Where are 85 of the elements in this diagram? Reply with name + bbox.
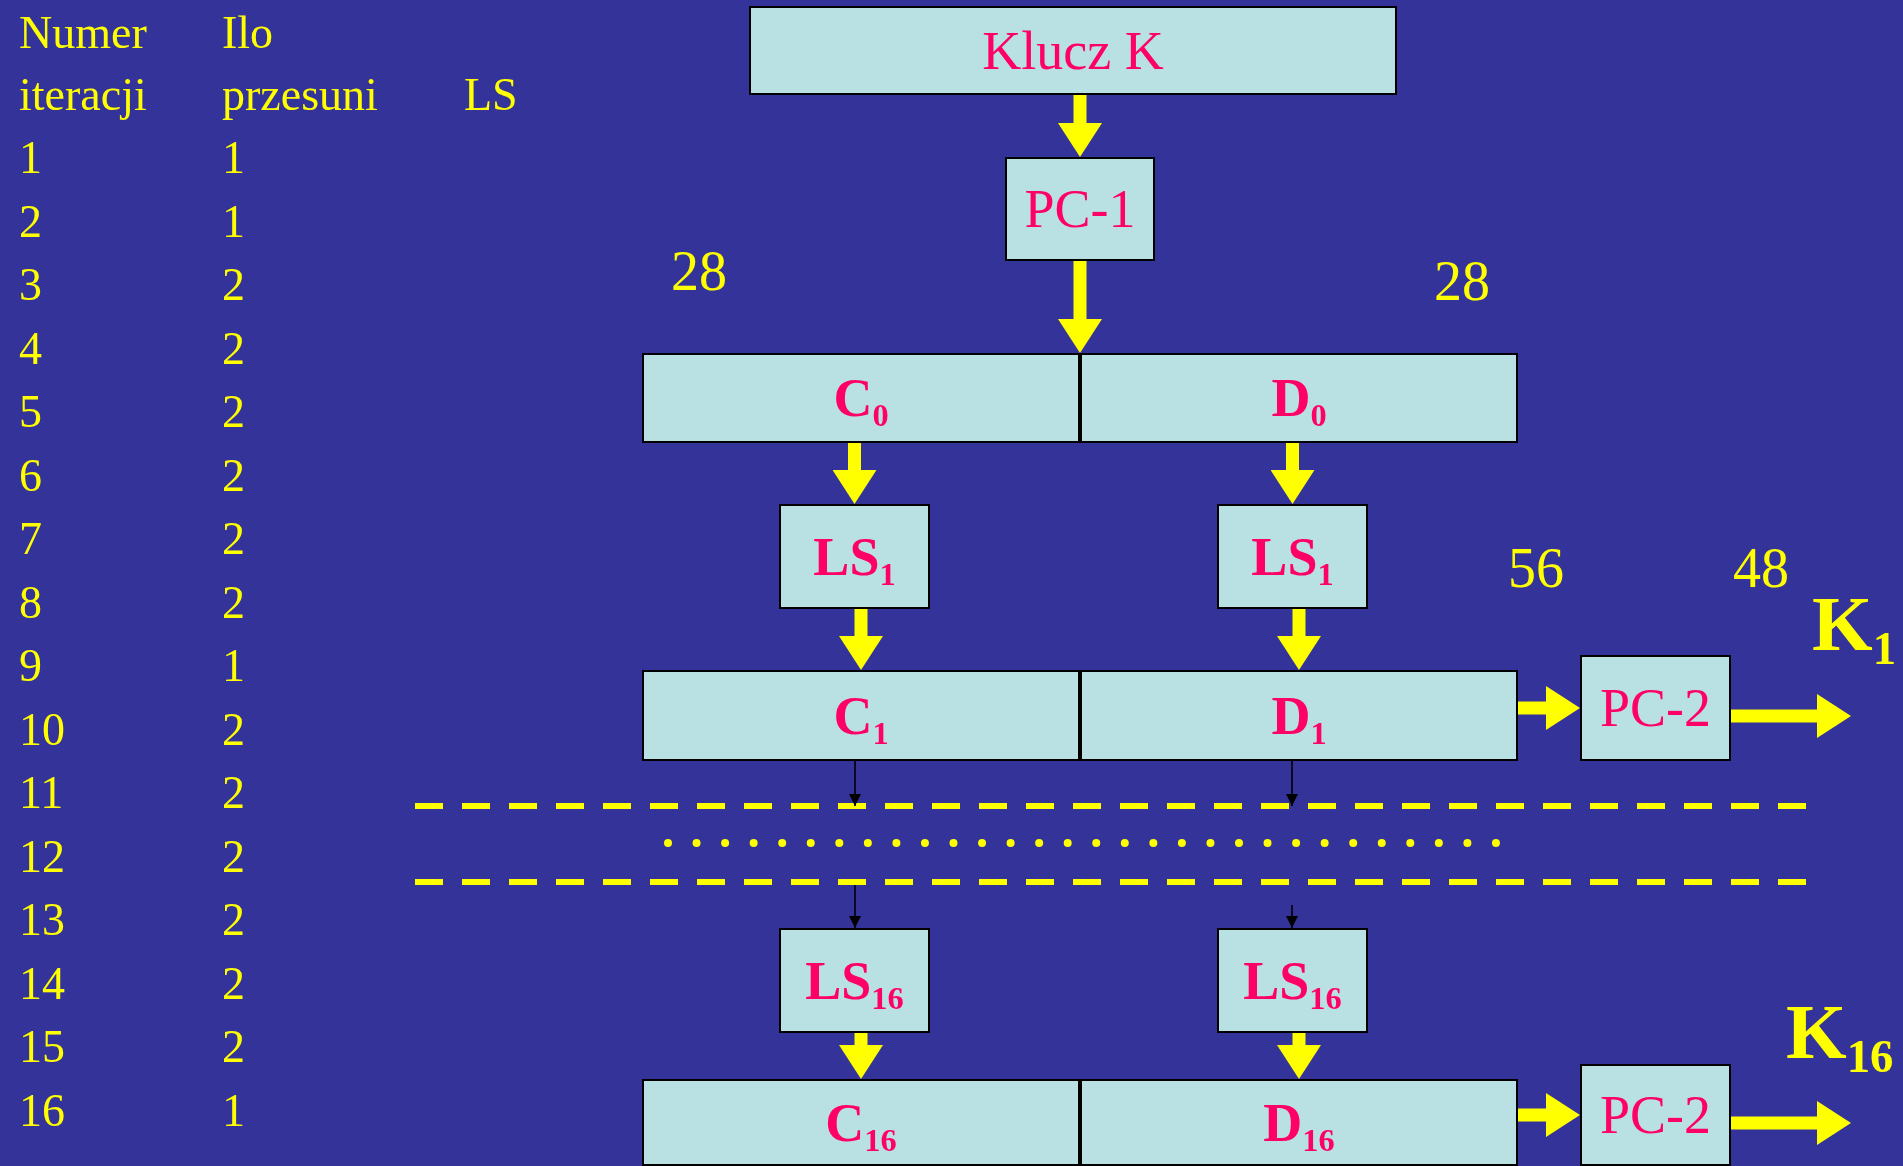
box-label: C$_{16}$ [825, 1095, 897, 1150]
table-cell-text: 1 [222, 639, 245, 693]
table-cell-text: 2 [222, 1020, 245, 1074]
table-cell-text: 2 [222, 575, 245, 630]
process-box [1080, 1079, 1518, 1166]
arrow [1058, 261, 1102, 353]
table-cell-text: 16 [19, 1083, 65, 1138]
table-cell-text: 15 [19, 1020, 65, 1074]
box-label: PC-2 [1599, 1088, 1711, 1142]
table-cell-text: 12 [19, 829, 65, 884]
process-box [779, 504, 930, 609]
process-box [749, 6, 1397, 95]
table-cell-text: 14 [19, 956, 65, 1011]
table-cell-text: 9 [19, 639, 42, 693]
process-box [1005, 157, 1155, 261]
box-label: PC-2 [1599, 681, 1711, 735]
arrow [1518, 686, 1580, 730]
box-label: PC-1 [1024, 182, 1136, 236]
table-cell-text: 2 [222, 258, 245, 312]
box-label: LS$_{1}$ [1251, 529, 1334, 584]
arrow [1286, 760, 1298, 807]
arrow [832, 443, 877, 504]
box-label: C$_{0}$ [833, 371, 889, 425]
arrow [1058, 95, 1102, 157]
table-cell-text: 5 [19, 385, 42, 439]
table-cell-text: 2 [222, 893, 245, 947]
table-cell-text: 4 [19, 321, 42, 376]
table-cell-text: 3 [19, 258, 42, 312]
process-box [1217, 504, 1368, 609]
arrow [1270, 443, 1315, 504]
table-header: Ilo przesuni [222, 6, 379, 122]
process-box [642, 670, 1080, 761]
table-cell-text: 11 [19, 766, 64, 820]
table-cell-text: 2 [222, 766, 245, 820]
edge-label: K$_{16}$ [1786, 993, 1894, 1071]
arrow [1731, 1101, 1851, 1145]
box-label: Klucz K [982, 23, 1164, 78]
arrow [1277, 1033, 1321, 1079]
table-cell-text: 1 [222, 131, 245, 185]
arrow [839, 1033, 883, 1079]
table-cell-text: 2 [222, 512, 245, 566]
box-label: LS$_{1}$ [813, 529, 896, 584]
arrow [1277, 609, 1321, 670]
box-label: LS$_{16}$ [1243, 953, 1342, 1008]
table-cell-text: 13 [19, 893, 65, 947]
process-box [1217, 928, 1368, 1033]
process-box [1580, 655, 1731, 761]
table-cell-text: 2 [222, 829, 245, 884]
table-cell-text: 1 [19, 131, 42, 185]
box-label: D$_{0}$ [1271, 371, 1327, 425]
process-box [642, 353, 1080, 443]
table-cell-text: 2 [222, 448, 245, 503]
table-header: LS [464, 68, 518, 122]
box-label: LS$_{16}$ [805, 953, 904, 1008]
process-box [1080, 670, 1518, 761]
table-cell-text: 2 [222, 702, 245, 757]
bit-count-label: 28 [671, 240, 727, 302]
table-cell-text: 1 [222, 194, 245, 249]
table-cell-text: 2 [19, 194, 42, 249]
bit-count-label: 28 [1434, 250, 1490, 312]
process-box [1580, 1064, 1731, 1166]
arrow [849, 760, 861, 807]
bit-count-label: 56 [1508, 537, 1564, 599]
process-box [1080, 353, 1518, 443]
box-label: D$_{1}$ [1271, 688, 1327, 743]
table-cell-text: 6 [19, 448, 42, 503]
table-cell-text: 10 [19, 702, 65, 757]
arrow [839, 609, 883, 670]
bit-count-label: 48 [1733, 537, 1789, 599]
table-cell-text: 7 [19, 512, 42, 566]
table-cell-text: 1 [222, 1083, 245, 1138]
table-cell-text: 2 [222, 385, 245, 439]
arrow [1731, 694, 1851, 738]
process-box [779, 928, 930, 1033]
table-cell-text: 2 [222, 956, 245, 1011]
arrow [849, 884, 861, 929]
edge-label: K$_{1}$ [1812, 585, 1897, 663]
table-cell-text: 2 [222, 321, 245, 376]
table-cell-text: 8 [19, 575, 42, 630]
process-box [642, 1079, 1080, 1166]
box-label: C$_{1}$ [833, 688, 889, 743]
arrow [1286, 904, 1298, 929]
arrow [1518, 1093, 1580, 1137]
table-header: Numer iteracji [19, 6, 148, 122]
box-label: D$_{16}$ [1263, 1095, 1335, 1150]
